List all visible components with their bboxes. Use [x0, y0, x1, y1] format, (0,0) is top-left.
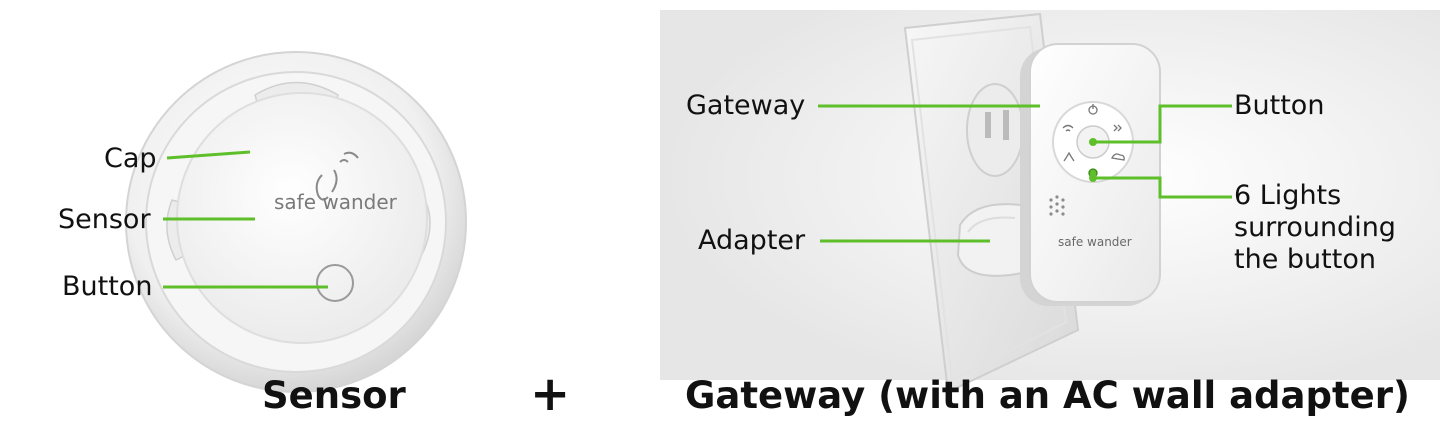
- callout-gateway-button-label: Button: [1234, 90, 1325, 121]
- speaker-grille: [1049, 195, 1065, 216]
- callout-adapter-label: Adapter: [698, 225, 806, 256]
- callout-lights-line3: the button: [1234, 244, 1376, 275]
- sensor-caption: Sensor: [262, 374, 406, 417]
- callout-sensor-button-label: Button: [62, 271, 153, 302]
- sensor-logo-text: safe wander: [274, 190, 397, 214]
- callout-cap-label: Cap: [104, 143, 157, 174]
- gateway-device: [1020, 43, 1161, 306]
- plus-sign: +: [530, 366, 571, 422]
- callout-sensor-label: Sensor: [58, 204, 151, 235]
- gateway-caption: Gateway (with an AC wall adapter): [685, 374, 1410, 417]
- sensor-device: [118, 44, 474, 400]
- callout-gateway-label: Gateway: [686, 90, 806, 121]
- callout-lines: [163, 104, 1232, 289]
- callout-lights-line1: 6 Lights: [1234, 180, 1342, 211]
- gateway-logo-text: safe wander: [1058, 235, 1132, 249]
- callout-lights-line2: surrounding: [1234, 212, 1396, 243]
